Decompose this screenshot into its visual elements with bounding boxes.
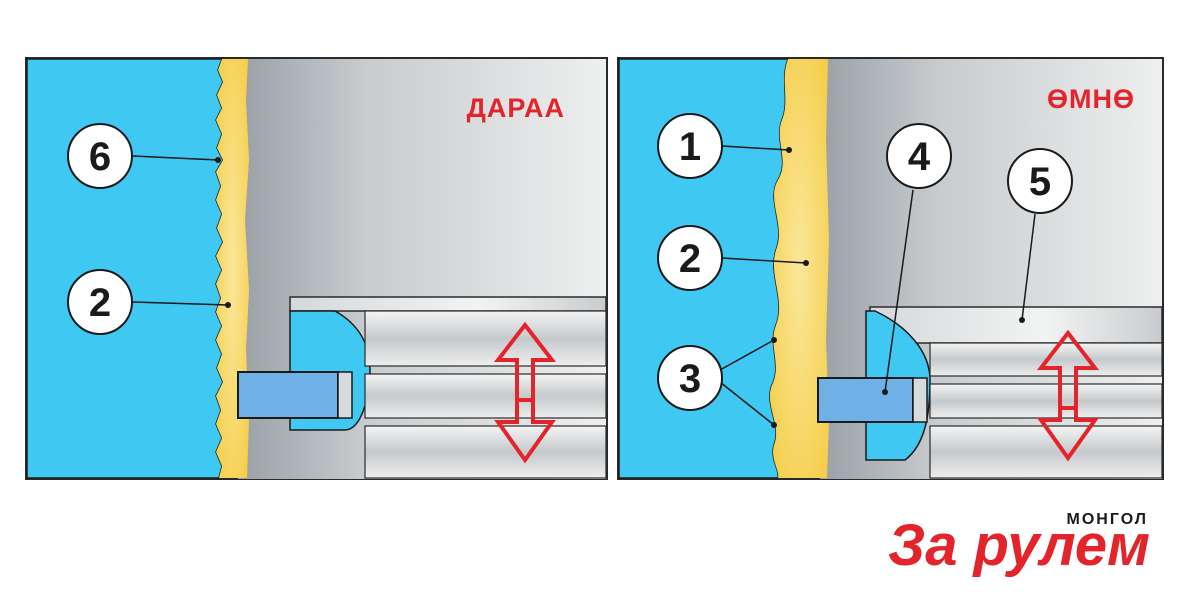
callout-2-before-label: 2 [679,237,701,281]
za-rulem-logo: МОНГОЛ За рулем [888,511,1150,578]
piston-skirt [364,425,607,479]
callout-1 [657,113,723,179]
callout-2-after-label: 2 [89,281,111,325]
callout-2-before [657,225,723,291]
piston-crown [869,306,1163,344]
piston-land-lower [929,383,1163,419]
piston-skirt [929,425,1163,479]
callout-4-label: 4 [908,135,931,179]
callout-2-after [67,269,133,335]
piston-land-upper [364,310,607,367]
panel-after-title: ДАРАА [467,93,565,123]
callout-3-label: 3 [679,357,701,401]
motion-arrow-icon [1036,329,1100,462]
piston-ring [237,371,339,419]
ring-end [912,377,928,423]
callout-5-label: 5 [1029,160,1051,204]
piston-land-lower [364,373,607,419]
piston-crown [289,296,607,312]
piston-ring [817,377,914,423]
callout-5 [1007,148,1073,214]
oil-coating-layer [769,59,829,478]
logo-wordmark: За рулем [888,513,1150,578]
cylinder-wall [26,58,224,479]
callout-1-label: 1 [679,125,701,169]
ring-end [337,371,353,419]
callout-6-label: 6 [89,135,111,179]
callout-3 [657,345,723,411]
panel-before: 1 2 3 4 5 ӨМНӨ [617,57,1164,480]
panel-after: 6 2 ДАРАА [25,57,608,480]
logo-subtitle: МОНГОЛ [1067,511,1148,528]
callout-6 [67,123,133,189]
panel-before-title: ӨМНӨ [1047,84,1135,114]
callout-4 [886,123,952,189]
motion-arrow-icon [493,321,557,464]
